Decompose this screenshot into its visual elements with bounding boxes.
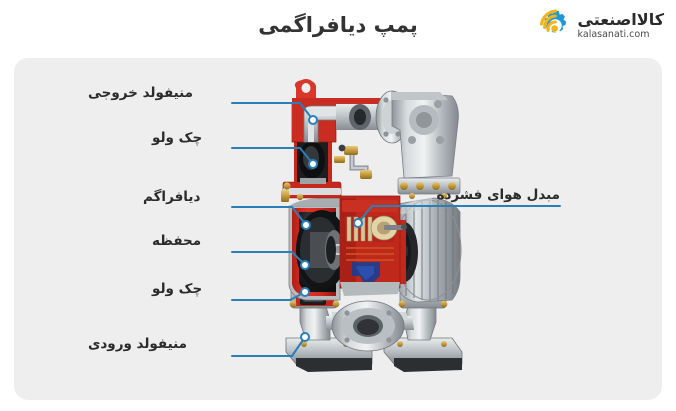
page-title: پمپ دیافراگمی — [258, 13, 418, 37]
brand-domain: kalasanati.com — [577, 29, 650, 41]
callout-label-check-valve-top: چک ولو — [152, 130, 203, 146]
brand-logo: کالااصنعتی kalasanati.com — [535, 6, 664, 46]
callout-label-compressed-air-converter: مبدل هوای فشرده — [436, 187, 560, 203]
callout-label-inlet-manifold: منیفولد ورودی — [88, 336, 187, 352]
callout-label-chamber: محفظه — [152, 233, 202, 249]
callout-label-check-valve-bottom: چک ولو — [152, 281, 203, 297]
brand-text: کالااصنعتی kalasanati.com — [578, 12, 664, 40]
callout-label-diaphragm: دیافراگم — [143, 189, 201, 205]
gear-wifi-icon — [535, 7, 573, 45]
brand-name: کالااصنعتی — [577, 10, 664, 30]
callout-label-outlet-manifold: منیفولد خروجی — [88, 85, 194, 101]
page-header: پمپ دیافراگمی — [0, 0, 676, 58]
